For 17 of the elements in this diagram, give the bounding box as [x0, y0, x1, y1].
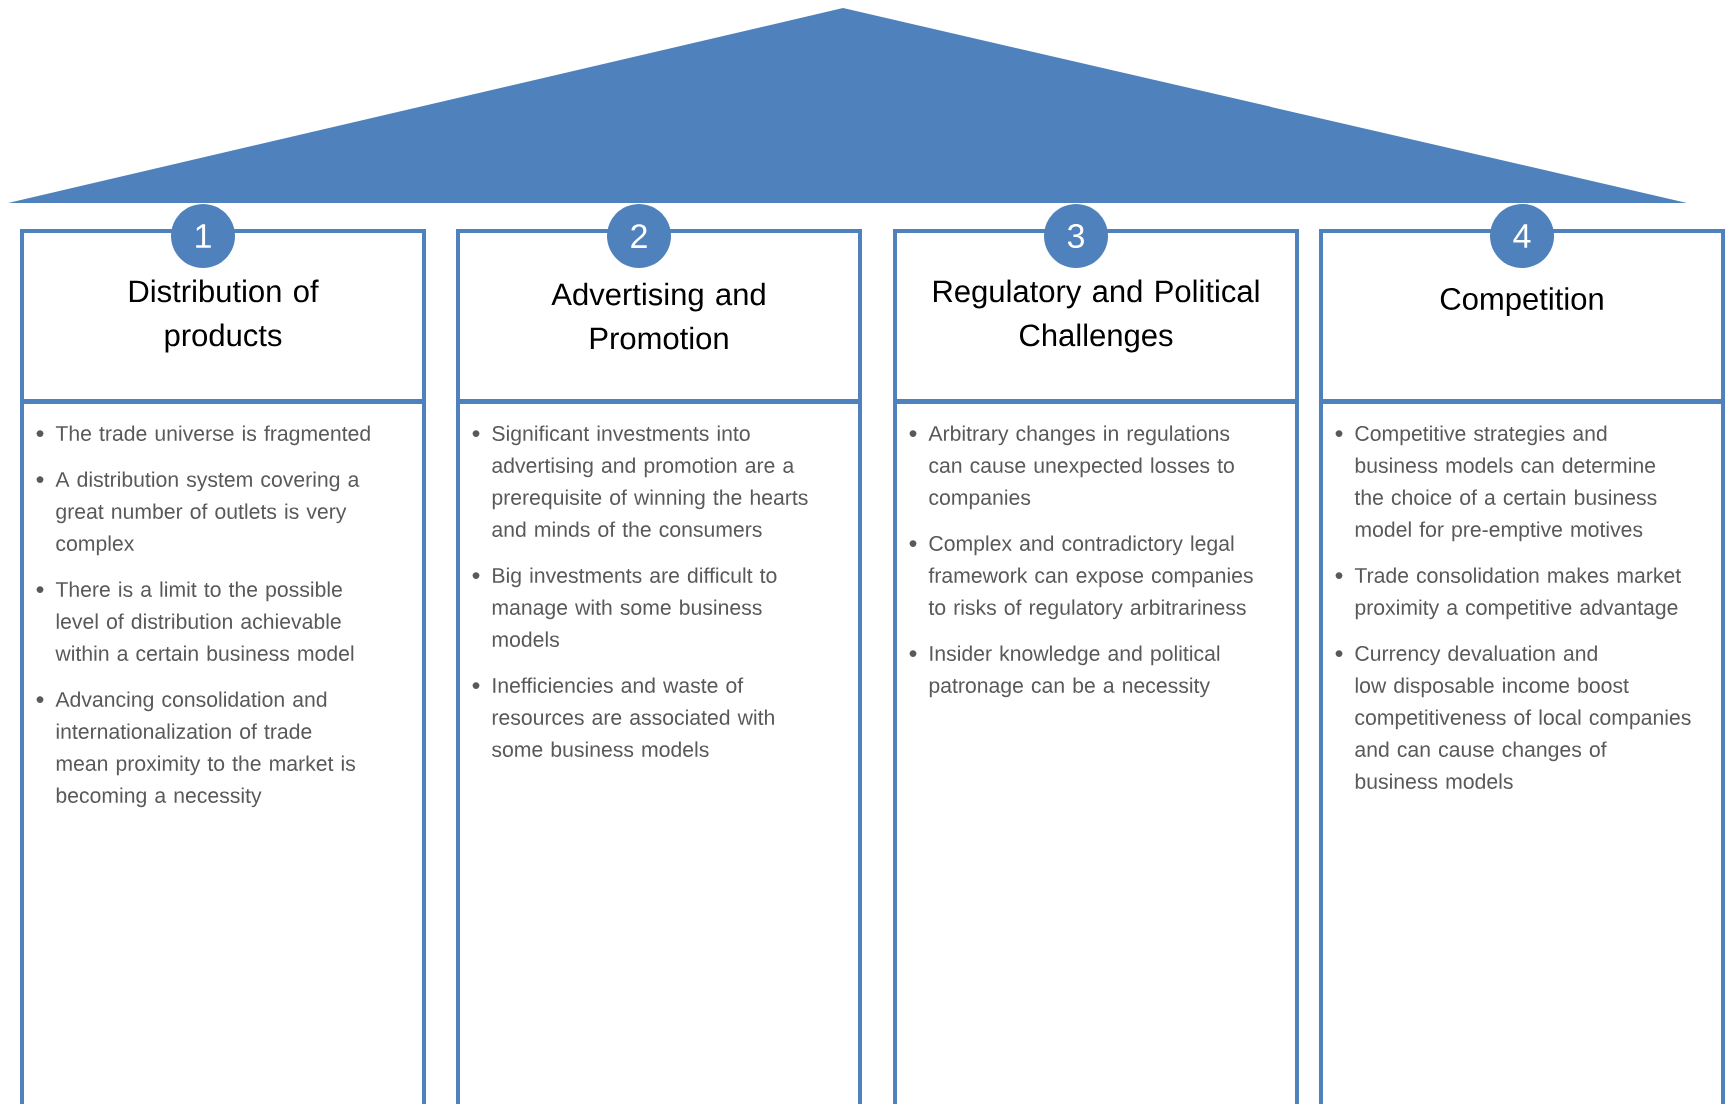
bullet-item: The trade universe is fragmented — [55, 425, 370, 446]
bullet-item: There is a limit to the possible level of distribution achievable within a certain business model — [55, 581, 354, 661]
bullet-item: Significant investments into advertising and promotion are a prerequisite of winning the hearts and minds of the consumers — [492, 425, 808, 537]
bullet-item: Trade consolidation makes market proximity a competitive advantage — [1354, 567, 1681, 620]
column-body — [20, 400, 426, 1104]
column-body — [456, 400, 862, 1104]
bullet-item: Advancing consolidation and internationalization of trade mean proximity to the market is becoming a necessity — [55, 691, 356, 808]
column-body — [893, 400, 1299, 1104]
bullet-item: Competitive strategies and business models can determine the choice of a certain business model for pre-emptive motives — [1354, 425, 1657, 542]
bullet-item: Insider knowledge and political patronage can be a necessity — [929, 645, 1220, 698]
bullet-item: A distribution system covering a great number of outlets is very complex — [55, 471, 360, 556]
bullet-item: Arbitrary changes in regulations can cause unexpected losses to companies — [928, 425, 1234, 510]
column-body — [1319, 400, 1725, 1104]
bullet-item: Inefficiencies and waste of resources are associated with some business models — [492, 677, 774, 757]
bullet-item: Currency devaluation and low disposable income boost competitiveness of local companies and can cause changes of business models — [1355, 645, 1691, 789]
bullet-item: Big investments are difficult to manage with some business models — [492, 567, 777, 647]
bullet-item: Complex and contradictory legal framework can expose companies to risks of regulatory arbitrariness — [928, 535, 1253, 620]
